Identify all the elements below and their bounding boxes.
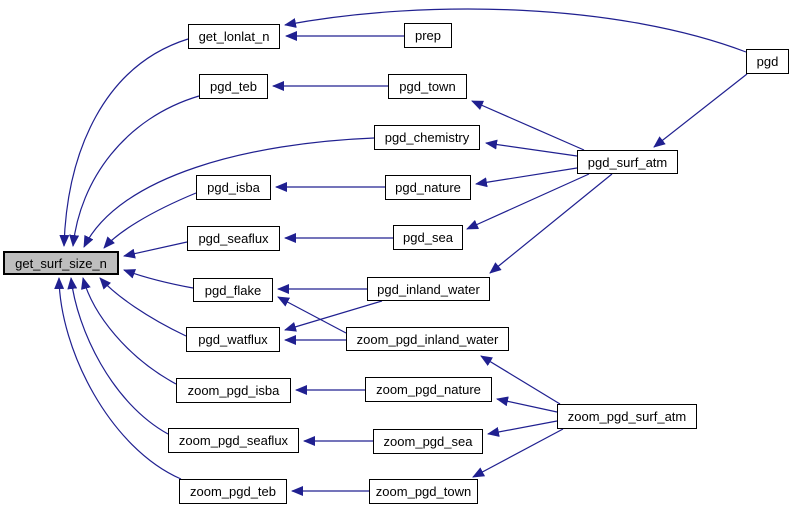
edge-pgd_surf_atm-pgd_nature [475,167,578,188]
node-zoom-pgd-sea[interactable]: zoom_pgd_sea [373,429,483,454]
node-label: zoom_pgd_nature [376,382,481,397]
edge-zoom_pgd_teb-get_surf_size_n [54,277,182,480]
node-label: pgd_sea [403,230,453,245]
node-zoom-pgd-seaflux[interactable]: zoom_pgd_seaflux [168,428,299,453]
node-label: pgd_isba [207,180,260,195]
node-prep[interactable]: prep [404,23,452,48]
edge-zoom_pgd_isba-get_surf_size_n [81,277,177,385]
node-pgd-teb[interactable]: pgd_teb [199,74,268,99]
node-label: zoom_pgd_sea [383,434,473,449]
edge-pgd_teb-get_surf_size_n [69,95,200,247]
edge-pgd_surf_atm-pgd_sea [466,173,590,230]
node-label: pgd_surf_atm [587,154,668,170]
node-label: zoom_pgd_surf_atm [567,409,687,424]
node-pgd-seaflux[interactable]: pgd_seaflux [187,226,280,251]
node-pgd-chemistry[interactable]: pgd_chemistry [374,125,480,150]
node-zoom-pgd-surf-atm[interactable]: zoom_pgd_surf_atm [557,404,697,429]
node-pgd-town[interactable]: pgd_town [388,74,467,99]
node-label: get_surf_size_n [15,255,107,271]
edge-pgd-pgd_surf_atm [653,73,748,148]
edge-pgd_isba-get_surf_size_n [103,192,197,249]
node-pgd-isba[interactable]: pgd_isba [196,175,271,200]
node-pgd-nature[interactable]: pgd_nature [385,175,471,200]
edge-zoom_pgd_surf_atm-zoom_pgd_sea [487,420,558,437]
edge-get_lonlat_n-get_surf_size_n [59,38,189,247]
node-label: pgd_watflux [198,332,268,347]
edge-zoom_pgd_surf_atm-zoom_pgd_town [472,428,564,478]
node-label: zoom_pgd_inland_water [356,331,499,347]
node-label: pgd_inland_water [377,281,480,297]
node-label: pgd_teb [210,79,257,94]
node-label: zoom_pgd_teb [189,484,276,499]
edge-pgd_watflux-get_surf_size_n [99,277,187,337]
edge-zoom_pgd_inland_water-pgd_flake [277,296,347,334]
node-label: pgd_chemistry [384,130,470,145]
node-label: zoom_pgd_town [375,484,472,499]
edge-pgd_flake-get_surf_size_n [123,269,194,289]
edge-zoom_pgd_seaflux-get_surf_size_n [67,277,169,435]
node-pgd-surf-atm[interactable]: pgd_surf_atm [577,150,678,174]
node-label: pgd_town [399,79,456,94]
node-pgd-inland-water[interactable]: pgd_inland_water [367,277,490,301]
node-zoom-pgd-town[interactable]: zoom_pgd_town [369,479,478,504]
node-zoom-pgd-nature[interactable]: zoom_pgd_nature [365,377,492,402]
node-label: pgd_flake [204,282,262,298]
node-zoom-pgd-teb[interactable]: zoom_pgd_teb [179,479,287,504]
node-zoom-pgd-inland-water[interactable]: zoom_pgd_inland_water [346,327,509,351]
node-label: prep [414,28,442,43]
edge-pgd_inland_water-pgd_watflux [284,300,383,332]
node-label: get_lonlat_n [198,29,270,44]
node-zoom-pgd-isba[interactable]: zoom_pgd_isba [176,378,291,403]
node-label: pgd_seaflux [198,231,269,246]
edge-pgd_chemistry-get_surf_size_n [83,137,375,248]
edge-pgd_surf_atm-pgd_chemistry [485,139,578,157]
node-get-lonlat-n[interactable]: get_lonlat_n [188,24,280,49]
edge-pgd-get_lonlat_n [284,8,747,53]
edge-zoom_pgd_surf_atm-zoom_pgd_inland_water [480,355,561,405]
node-label: zoom_pgd_isba [187,383,280,398]
edge-pgd_surf_atm-pgd_town [471,100,585,151]
node-pgd-flake[interactable]: pgd_flake [193,278,273,302]
node-label: pgd_nature [395,180,461,195]
node-pgd-watflux[interactable]: pgd_watflux [186,327,280,352]
node-pgd[interactable]: pgd [746,49,789,74]
node-pgd-sea[interactable]: pgd_sea [393,225,463,250]
node-label: pgd [756,54,779,69]
node-get-surf-size-n: get_surf_size_n [3,251,119,275]
edge-pgd_surf_atm-pgd_inland_water [489,173,613,274]
edge-pgd_seaflux-get_surf_size_n [123,241,188,259]
edge-zoom_pgd_surf_atm-zoom_pgd_nature [496,396,558,413]
node-label: zoom_pgd_seaflux [178,433,289,448]
